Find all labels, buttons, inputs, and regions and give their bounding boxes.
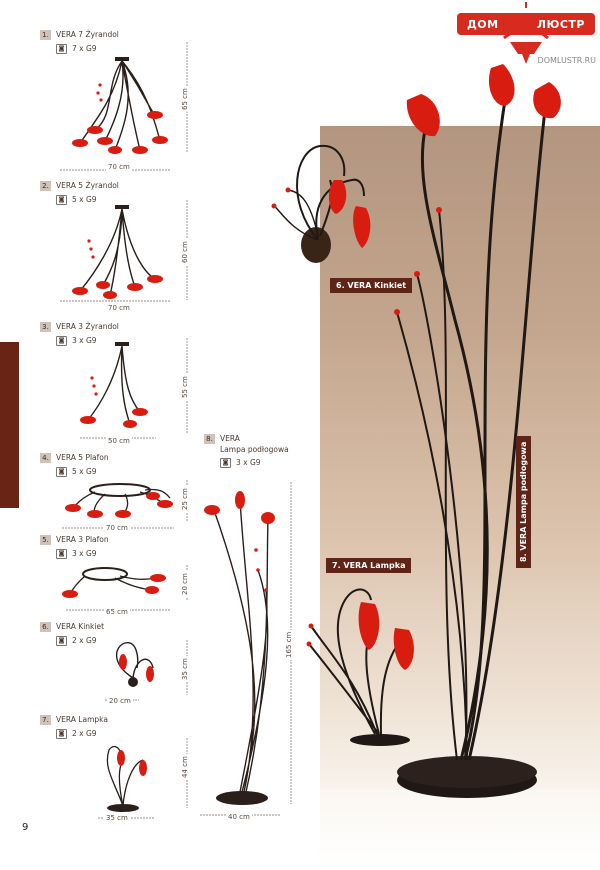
item-2-bulbs: ◙ 5 x G9 xyxy=(56,195,97,205)
item-7-width: 35 cm xyxy=(104,814,130,822)
logo-text-right: ЛЮСТР xyxy=(536,17,585,31)
bulb-icon: ◙ xyxy=(56,336,67,346)
item-number: 5. xyxy=(40,535,51,545)
item-title: VERA 7 Żyrandol xyxy=(56,30,119,39)
item-number: 8. xyxy=(204,434,215,444)
item-8-bulbs: ◙ 3 x G9 xyxy=(220,458,261,468)
item-6-header: 6. VERA Kinkiet xyxy=(40,622,104,632)
page-number: 9 xyxy=(22,822,29,833)
item-number: 2. xyxy=(40,181,51,191)
item-2-width-dimension xyxy=(60,300,170,302)
item-3-width: 50 cm xyxy=(106,437,132,445)
item-8-height: 165 cm xyxy=(285,629,293,660)
item-number: 6. xyxy=(40,622,51,632)
item-title: VERA 5 Żyrandol xyxy=(56,181,119,190)
bulb-spec: 5 x G9 xyxy=(72,195,97,204)
bulb-spec: 3 x G9 xyxy=(236,458,261,467)
logo-banner: ДОМ ЛЮСТР xyxy=(457,13,595,35)
item-8-header: 8. VERA xyxy=(204,434,240,444)
item-number: 4. xyxy=(40,453,51,463)
item-3-height: 55 cm xyxy=(181,374,189,400)
bulb-spec: 2 x G9 xyxy=(72,636,97,645)
brand-logo[interactable]: ДОМ ЛЮСТР DOMLUSTR.RU xyxy=(452,0,600,72)
item-4-height: 25 cm xyxy=(181,486,189,512)
item-title: VERA Kinkiet xyxy=(56,622,105,631)
item-number: 7. xyxy=(40,715,51,725)
item-4-plafon-drawing xyxy=(65,483,173,518)
label-floor-lamp: 8. VERA Lampa podłogowa xyxy=(516,435,531,568)
item-6-height: 35 cm xyxy=(181,656,189,682)
photo-lampka xyxy=(306,588,414,746)
item-1-bulbs: ◙ 7 x G9 xyxy=(56,44,97,54)
bulb-spec: 7 x G9 xyxy=(72,44,97,53)
item-title: VERA Lampka xyxy=(56,715,108,724)
photo-kinkiet xyxy=(271,144,371,263)
bulb-spec: 5 x G9 xyxy=(72,467,97,476)
item-title: VERA 3 Żyrandol xyxy=(56,322,119,331)
photo-floor-lamp xyxy=(394,64,561,798)
chandelier-logo-icon xyxy=(503,2,549,64)
item-title: VERA 3 Plafon xyxy=(56,535,109,544)
item-4-header: 4. VERA 5 Plafon xyxy=(40,453,109,463)
item-6-width: 20 cm xyxy=(107,697,133,705)
item-2-height: 60 cm xyxy=(181,239,189,265)
item-8-width: 40 cm xyxy=(226,813,252,821)
item-2-width: 70 cm xyxy=(106,304,132,312)
item-2-header: 2. VERA 5 Żyrandol xyxy=(40,181,119,191)
item-7-header: 7. VERA Lampka xyxy=(40,715,108,725)
item-1-height: 65 cm xyxy=(181,86,189,112)
item-8-subtitle: Lampa podłogowa xyxy=(220,445,289,454)
label-kinkiet: 6. VERA Kinkiet xyxy=(330,278,413,293)
bulb-spec: 3 x G9 xyxy=(72,336,97,345)
bulb-icon: ◙ xyxy=(56,729,67,739)
item-6-kinkiet-drawing xyxy=(115,642,154,687)
item-3-chandelier-drawing xyxy=(80,342,148,428)
bulb-icon: ◙ xyxy=(220,458,231,468)
bulb-spec: 2 x G9 xyxy=(72,729,97,738)
item-title: VERA 5 Plafon xyxy=(56,453,109,462)
item-number: 3. xyxy=(40,322,51,332)
bulb-icon: ◙ xyxy=(56,195,67,205)
item-5-bulbs: ◙ 3 x G9 xyxy=(56,549,97,559)
item-5-header: 5. VERA 3 Plafon xyxy=(40,535,109,545)
item-3-header: 3. VERA 3 Żyrandol xyxy=(40,322,119,332)
bulb-icon: ◙ xyxy=(56,549,67,559)
bulb-icon: ◙ xyxy=(56,467,67,477)
item-5-width: 65 cm xyxy=(104,608,130,616)
item-1-header: 1. VERA 7 Żyrandol xyxy=(40,30,119,40)
bulb-icon: ◙ xyxy=(56,636,67,646)
item-title: VERA xyxy=(220,434,240,443)
item-7-height: 44 cm xyxy=(181,754,189,780)
bulb-spec: 3 x G9 xyxy=(72,549,97,558)
item-7-lampka-drawing xyxy=(106,745,147,812)
item-7-bulbs: ◙ 2 x G9 xyxy=(56,729,97,739)
bulb-icon: ◙ xyxy=(56,44,67,54)
item-5-height: 20 cm xyxy=(181,571,189,597)
item-6-bulbs: ◙ 2 x G9 xyxy=(56,636,97,646)
item-2-chandelier-drawing xyxy=(72,205,163,299)
item-8-floor-lamp-drawing xyxy=(204,491,275,805)
item-3-bulbs: ◙ 3 x G9 xyxy=(56,336,97,346)
item-1-width: 70 cm xyxy=(106,163,132,171)
logo-text-left: ДОМ xyxy=(467,17,499,31)
page-edge-tab xyxy=(0,342,19,508)
label-lampka: 7. VERA Lampka xyxy=(326,558,412,573)
item-4-width: 70 cm xyxy=(104,524,130,532)
item-1-chandelier-drawing xyxy=(72,57,168,154)
item-5-plafon-drawing xyxy=(62,567,166,598)
item-number: 1. xyxy=(40,30,51,40)
logo-url: DOMLUSTR.RU xyxy=(537,56,596,65)
item-4-bulbs: ◙ 5 x G9 xyxy=(56,467,97,477)
